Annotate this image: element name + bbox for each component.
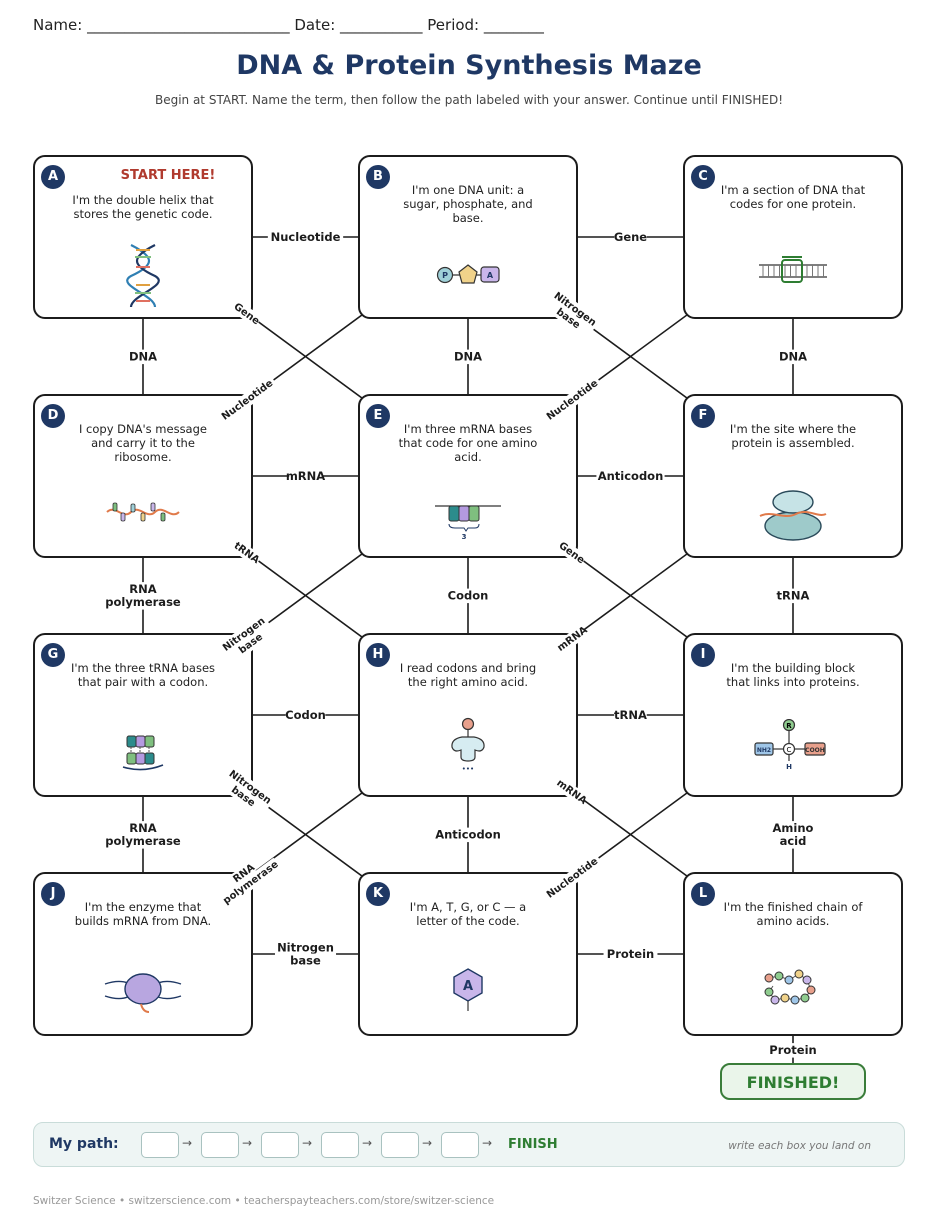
box-clue-text: I'm three mRNA bases that code for one a…	[398, 422, 538, 464]
svg-text:COOH: COOH	[805, 747, 825, 754]
start-here-label: START HERE!	[120, 168, 216, 183]
box-letter-badge: I	[691, 643, 715, 667]
path-arrow: →	[302, 1136, 313, 1150]
footer-credit: Switzer Science • switzerscience.com • t…	[33, 1195, 495, 1207]
path-slot-input[interactable]	[141, 1132, 179, 1158]
path-arrow: →	[362, 1136, 373, 1150]
maze-box-l: L I'm the finished chain of amino acids.	[683, 872, 903, 1036]
name-date-period-line[interactable]: Name: ___________________________ Date: …	[33, 16, 544, 34]
maze-box-e: E I'm three mRNA bases that code for one …	[358, 394, 578, 558]
box-letter-badge: F	[691, 404, 715, 428]
maze-box-i: I I'm the building block that links into …	[683, 633, 903, 797]
box-clue-text: I read codons and bring the right amino …	[399, 661, 537, 689]
path-arrow: →	[182, 1136, 193, 1150]
my-path-label: My path:	[49, 1136, 119, 1152]
svg-text:R: R	[786, 722, 792, 730]
box-clue-text: I'm one DNA unit: a sugar, phosphate, an…	[403, 183, 533, 225]
finished-box: FINISHED!	[720, 1063, 866, 1100]
path-slot-input[interactable]	[441, 1132, 479, 1158]
svg-text:P: P	[442, 271, 448, 280]
box-letter-badge: K	[366, 882, 390, 906]
path-note: write each box you land on	[728, 1140, 871, 1152]
box-letter-badge: E	[366, 404, 390, 428]
page-title: DNA & Protein Synthesis Maze	[236, 50, 702, 81]
svg-text:NH2: NH2	[757, 747, 771, 754]
box-clue-text: I copy DNA's message and carry it to the…	[79, 422, 207, 464]
maze-box-b: B I'm one DNA unit: a sugar, phosphate, a…	[358, 155, 578, 319]
protein-chain-icon	[761, 968, 825, 1016]
box-clue-text: I'm the enzyme that builds mRNA from DNA…	[74, 900, 212, 928]
path-arrow: →	[482, 1136, 493, 1150]
svg-text:•••: •••	[462, 765, 474, 773]
box-letter-badge: B	[366, 165, 390, 189]
nitrogen-base-icon: A	[449, 966, 487, 1018]
box-clue-text: I'm the site where the protein is assemb…	[729, 422, 857, 450]
maze-box-a: A START HERE! I'm the double helix that st…	[33, 155, 253, 319]
box-letter-badge: C	[691, 165, 715, 189]
mrna-strand-icon	[105, 500, 181, 526]
maze-box-f: F I'm the site where the protein is assem…	[683, 394, 903, 558]
box-letter-badge: A	[41, 165, 65, 189]
trna-icon: •••	[448, 717, 488, 777]
codon-icon: 3	[433, 502, 503, 546]
box-clue-text: I'm A, T, G, or C — a letter of the code…	[409, 900, 527, 928]
svg-text:H: H	[786, 763, 792, 771]
path-slot-input[interactable]	[381, 1132, 419, 1158]
maze-box-j: J I'm the enzyme that builds mRNA from DN…	[33, 872, 253, 1036]
box-clue-text: I'm a section of DNA that codes for one …	[720, 183, 866, 211]
box-clue-text: I'm the double helix that stores the gen…	[72, 193, 214, 221]
svg-text:C: C	[787, 746, 792, 754]
instructions: Begin at START. Name the term, then foll…	[154, 93, 784, 107]
box-letter-badge: J	[41, 882, 65, 906]
maze-box-d: D I copy DNA's message and carry it to th…	[33, 394, 253, 558]
box-letter-badge: L	[691, 882, 715, 906]
path-slot-input[interactable]	[201, 1132, 239, 1158]
svg-text:A: A	[463, 979, 473, 994]
maze-box-k: K I'm A, T, G, or C — a letter of the cod…	[358, 872, 578, 1036]
nucleotide-icon: P A	[436, 263, 500, 291]
amino-acid-icon: R C NH2 COOH H	[753, 718, 833, 779]
box-clue-text: I'm the building block that links into p…	[726, 661, 860, 689]
path-arrow: →	[242, 1136, 253, 1150]
box-letter-badge: G	[41, 643, 65, 667]
box-clue-text: I'm the three tRNA bases that pair with …	[70, 661, 216, 689]
anticodon-icon	[121, 733, 165, 777]
ribosome-icon	[758, 488, 828, 546]
path-slot-input[interactable]	[321, 1132, 359, 1158]
box-letter-badge: D	[41, 404, 65, 428]
svg-text:3: 3	[462, 533, 467, 541]
path-slot-input[interactable]	[261, 1132, 299, 1158]
dna-double-helix-icon	[123, 243, 163, 313]
gene-segment-icon	[757, 253, 829, 293]
svg-text:A: A	[487, 271, 494, 280]
box-clue-text: I'm the finished chain of amino acids.	[723, 900, 863, 928]
rna-polymerase-icon	[103, 968, 183, 1018]
maze-box-h: H I read codons and bring the right amino…	[358, 633, 578, 797]
my-path-panel: My path: → → → → → → FINISH write each box yo…	[33, 1122, 905, 1167]
path-finish-label: FINISH	[508, 1137, 558, 1152]
box-letter-badge: H	[366, 643, 390, 667]
path-arrow: →	[422, 1136, 433, 1150]
